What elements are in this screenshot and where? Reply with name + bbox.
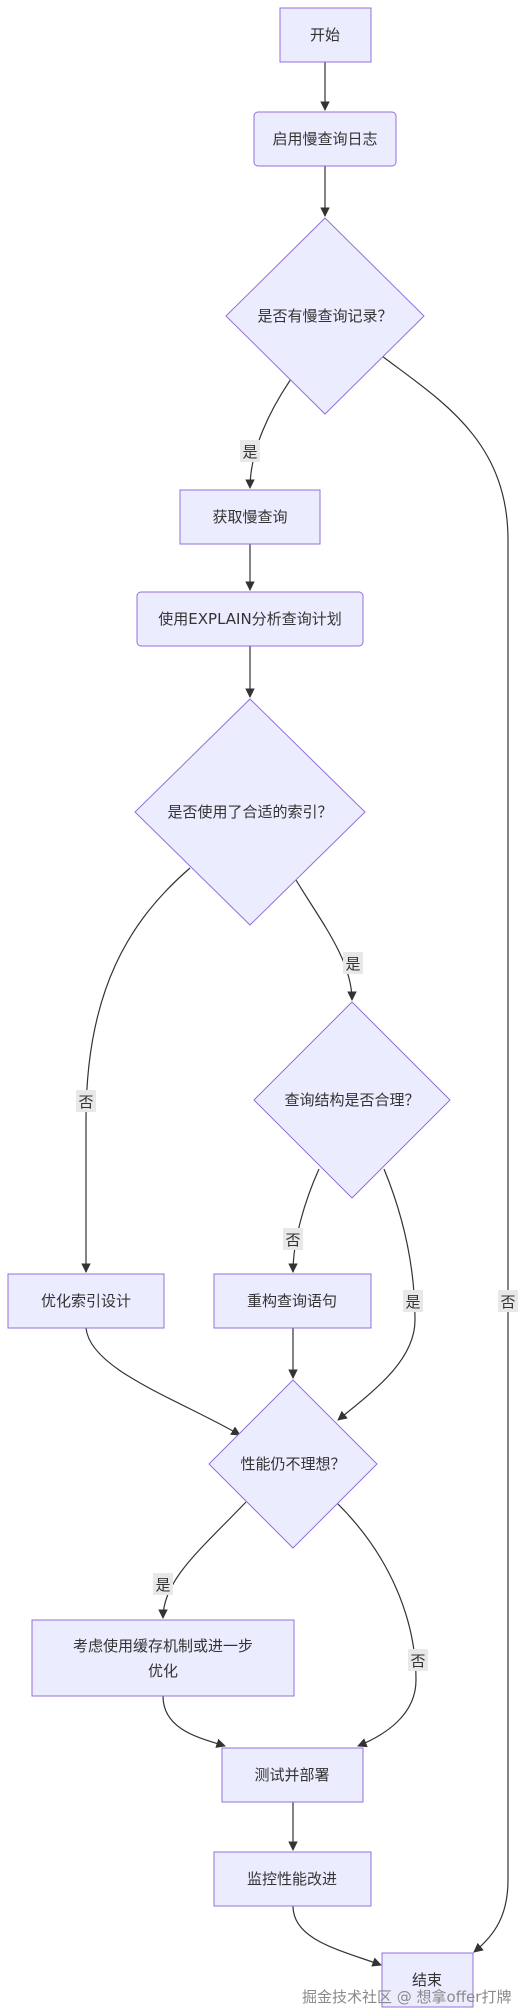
edge-has-slow-no [381, 355, 509, 1953]
edge-index-no [81, 867, 191, 1273]
edge-label-structure-no: 否 [283, 1228, 303, 1250]
node-still-bad-decision[interactable]: 性能仍不理想？ [208, 1379, 378, 1549]
node-label: 查询结构是否合理？ [284, 1091, 419, 1109]
edge-label-text: 否 [500, 1293, 515, 1311]
edge-label-has-slow-no: 否 [498, 1290, 518, 1312]
node-label: 是否使用了合适的索引？ [167, 803, 332, 821]
node-label: 结束 [412, 1971, 442, 1989]
node-right-index-decision[interactable]: 是否使用了合适的索引？ [134, 698, 366, 926]
node-label: 是否有慢查询记录？ [257, 307, 392, 325]
node-label: 重构查询语句 [247, 1292, 337, 1310]
node-optimize-index[interactable]: 优化索引设计 [7, 1273, 165, 1329]
node-structure-decision[interactable]: 查询结构是否合理？ [253, 1001, 451, 1199]
node-label: 使用EXPLAIN分析查询计划 [158, 610, 341, 628]
edge-structure-no [288, 1168, 320, 1273]
watermark-text: 掘金技术社区 @ 想拿offer打牌 [302, 1988, 512, 2006]
node-label: 优化索引设计 [41, 1292, 131, 1310]
edge-index-yes [295, 879, 357, 1001]
node-enable-slow-log[interactable]: 启用慢查询日志 [253, 111, 397, 167]
edge-cache-to-test [162, 1695, 226, 1748]
edge-structure-yes [337, 1168, 416, 1421]
edge-optimize-to-still-bad [85, 1327, 241, 1436]
node-get-slow-query[interactable]: 获取慢查询 [179, 489, 321, 545]
node-label-line2: 优化 [148, 1662, 178, 1680]
edge-label-still-bad-yes: 是 [153, 1573, 173, 1595]
node-rewrite-query[interactable]: 重构查询语句 [213, 1273, 372, 1329]
node-monitor[interactable]: 监控性能改进 [213, 1851, 372, 1907]
node-label: 开始 [310, 26, 340, 44]
node-end[interactable]: 结束 [381, 1952, 474, 2008]
edge-label-text: 是 [405, 1293, 420, 1311]
edge-monitor-to-end [292, 1905, 382, 1967]
edge-still-bad-yes [158, 1501, 247, 1619]
node-start[interactable]: 开始 [279, 7, 372, 63]
node-test-deploy[interactable]: 测试并部署 [221, 1747, 364, 1803]
edge-label-structure-yes: 是 [403, 1290, 423, 1312]
edge-label-text: 是 [345, 955, 360, 973]
edge-label-index-yes: 是 [343, 952, 363, 974]
edge-label-text: 否 [78, 1093, 93, 1111]
node-label: 启用慢查询日志 [272, 130, 377, 148]
node-label: 获取慢查询 [212, 508, 287, 526]
edge-label-text: 是 [242, 443, 257, 461]
edge-label-still-bad-no: 否 [408, 1649, 428, 1671]
nodes: 开始 启用慢查询日志 是否有慢查询记录？ 获取慢查询 使用EXPLAIN分析查询… [7, 7, 474, 2008]
edge-has-slow-yes [245, 378, 292, 489]
node-has-slow-query-decision[interactable]: 是否有慢查询记录？ [225, 217, 425, 415]
edge-label-has-slow-yes: 是 [240, 440, 260, 462]
node-label: 测试并部署 [254, 1766, 329, 1784]
edge-label-text: 否 [285, 1231, 300, 1249]
node-label-line1: 考虑使用缓存机制或进一步 [73, 1637, 253, 1655]
edge-labels: 是 否 否 是 否 是 是 否 [76, 440, 518, 1671]
edge-label-index-no: 否 [76, 1090, 96, 1112]
edge-label-text: 否 [410, 1652, 425, 1670]
node-explain-plan[interactable]: 使用EXPLAIN分析查询计划 [136, 591, 364, 647]
edge-label-text: 是 [155, 1576, 170, 1594]
node-cache-optimize[interactable]: 考虑使用缓存机制或进一步 优化 [31, 1619, 295, 1697]
node-label: 性能仍不理想？ [240, 1455, 345, 1473]
node-label: 监控性能改进 [247, 1870, 337, 1888]
edge-still-bad-no [335, 1501, 417, 1748]
